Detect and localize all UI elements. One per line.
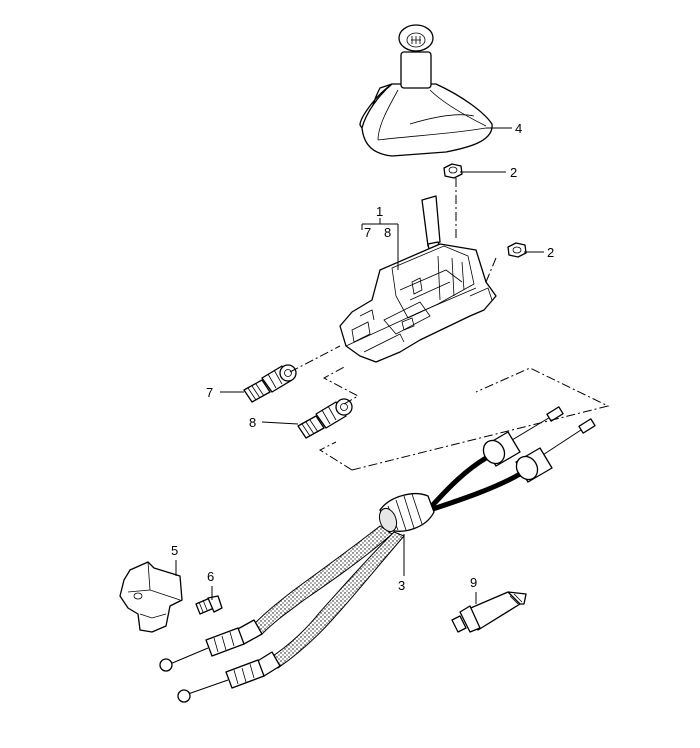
leader-lines — [175, 127, 544, 604]
assembly-lines — [289, 178, 610, 471]
callout-4: 4 — [515, 121, 522, 136]
cable-bracket — [119, 561, 183, 633]
callout-8-group: 8 — [384, 225, 391, 240]
callout-7-group: 7 — [364, 225, 371, 240]
shift-cables — [159, 406, 596, 703]
callout-2-right: 2 — [547, 245, 554, 260]
cable-socket-7 — [243, 364, 297, 403]
callout-7: 7 — [206, 385, 213, 400]
callouts: 1 7 8 2 2 3 4 5 6 7 8 9 — [171, 121, 554, 593]
callout-5: 5 — [171, 543, 178, 558]
callout-3: 3 — [398, 578, 405, 593]
callout-1: 1 — [376, 204, 383, 219]
callout-8: 8 — [249, 415, 256, 430]
callout-6: 6 — [207, 569, 214, 584]
grease-tube — [451, 591, 527, 633]
cable-socket-8 — [297, 398, 353, 439]
shifter-housing — [339, 195, 497, 363]
shift-knob-boot — [359, 24, 493, 157]
callout-2-top: 2 — [510, 165, 517, 180]
bolt — [195, 595, 223, 615]
nut-right — [507, 242, 527, 258]
nut-top — [443, 163, 463, 179]
callout-9: 9 — [470, 575, 477, 590]
